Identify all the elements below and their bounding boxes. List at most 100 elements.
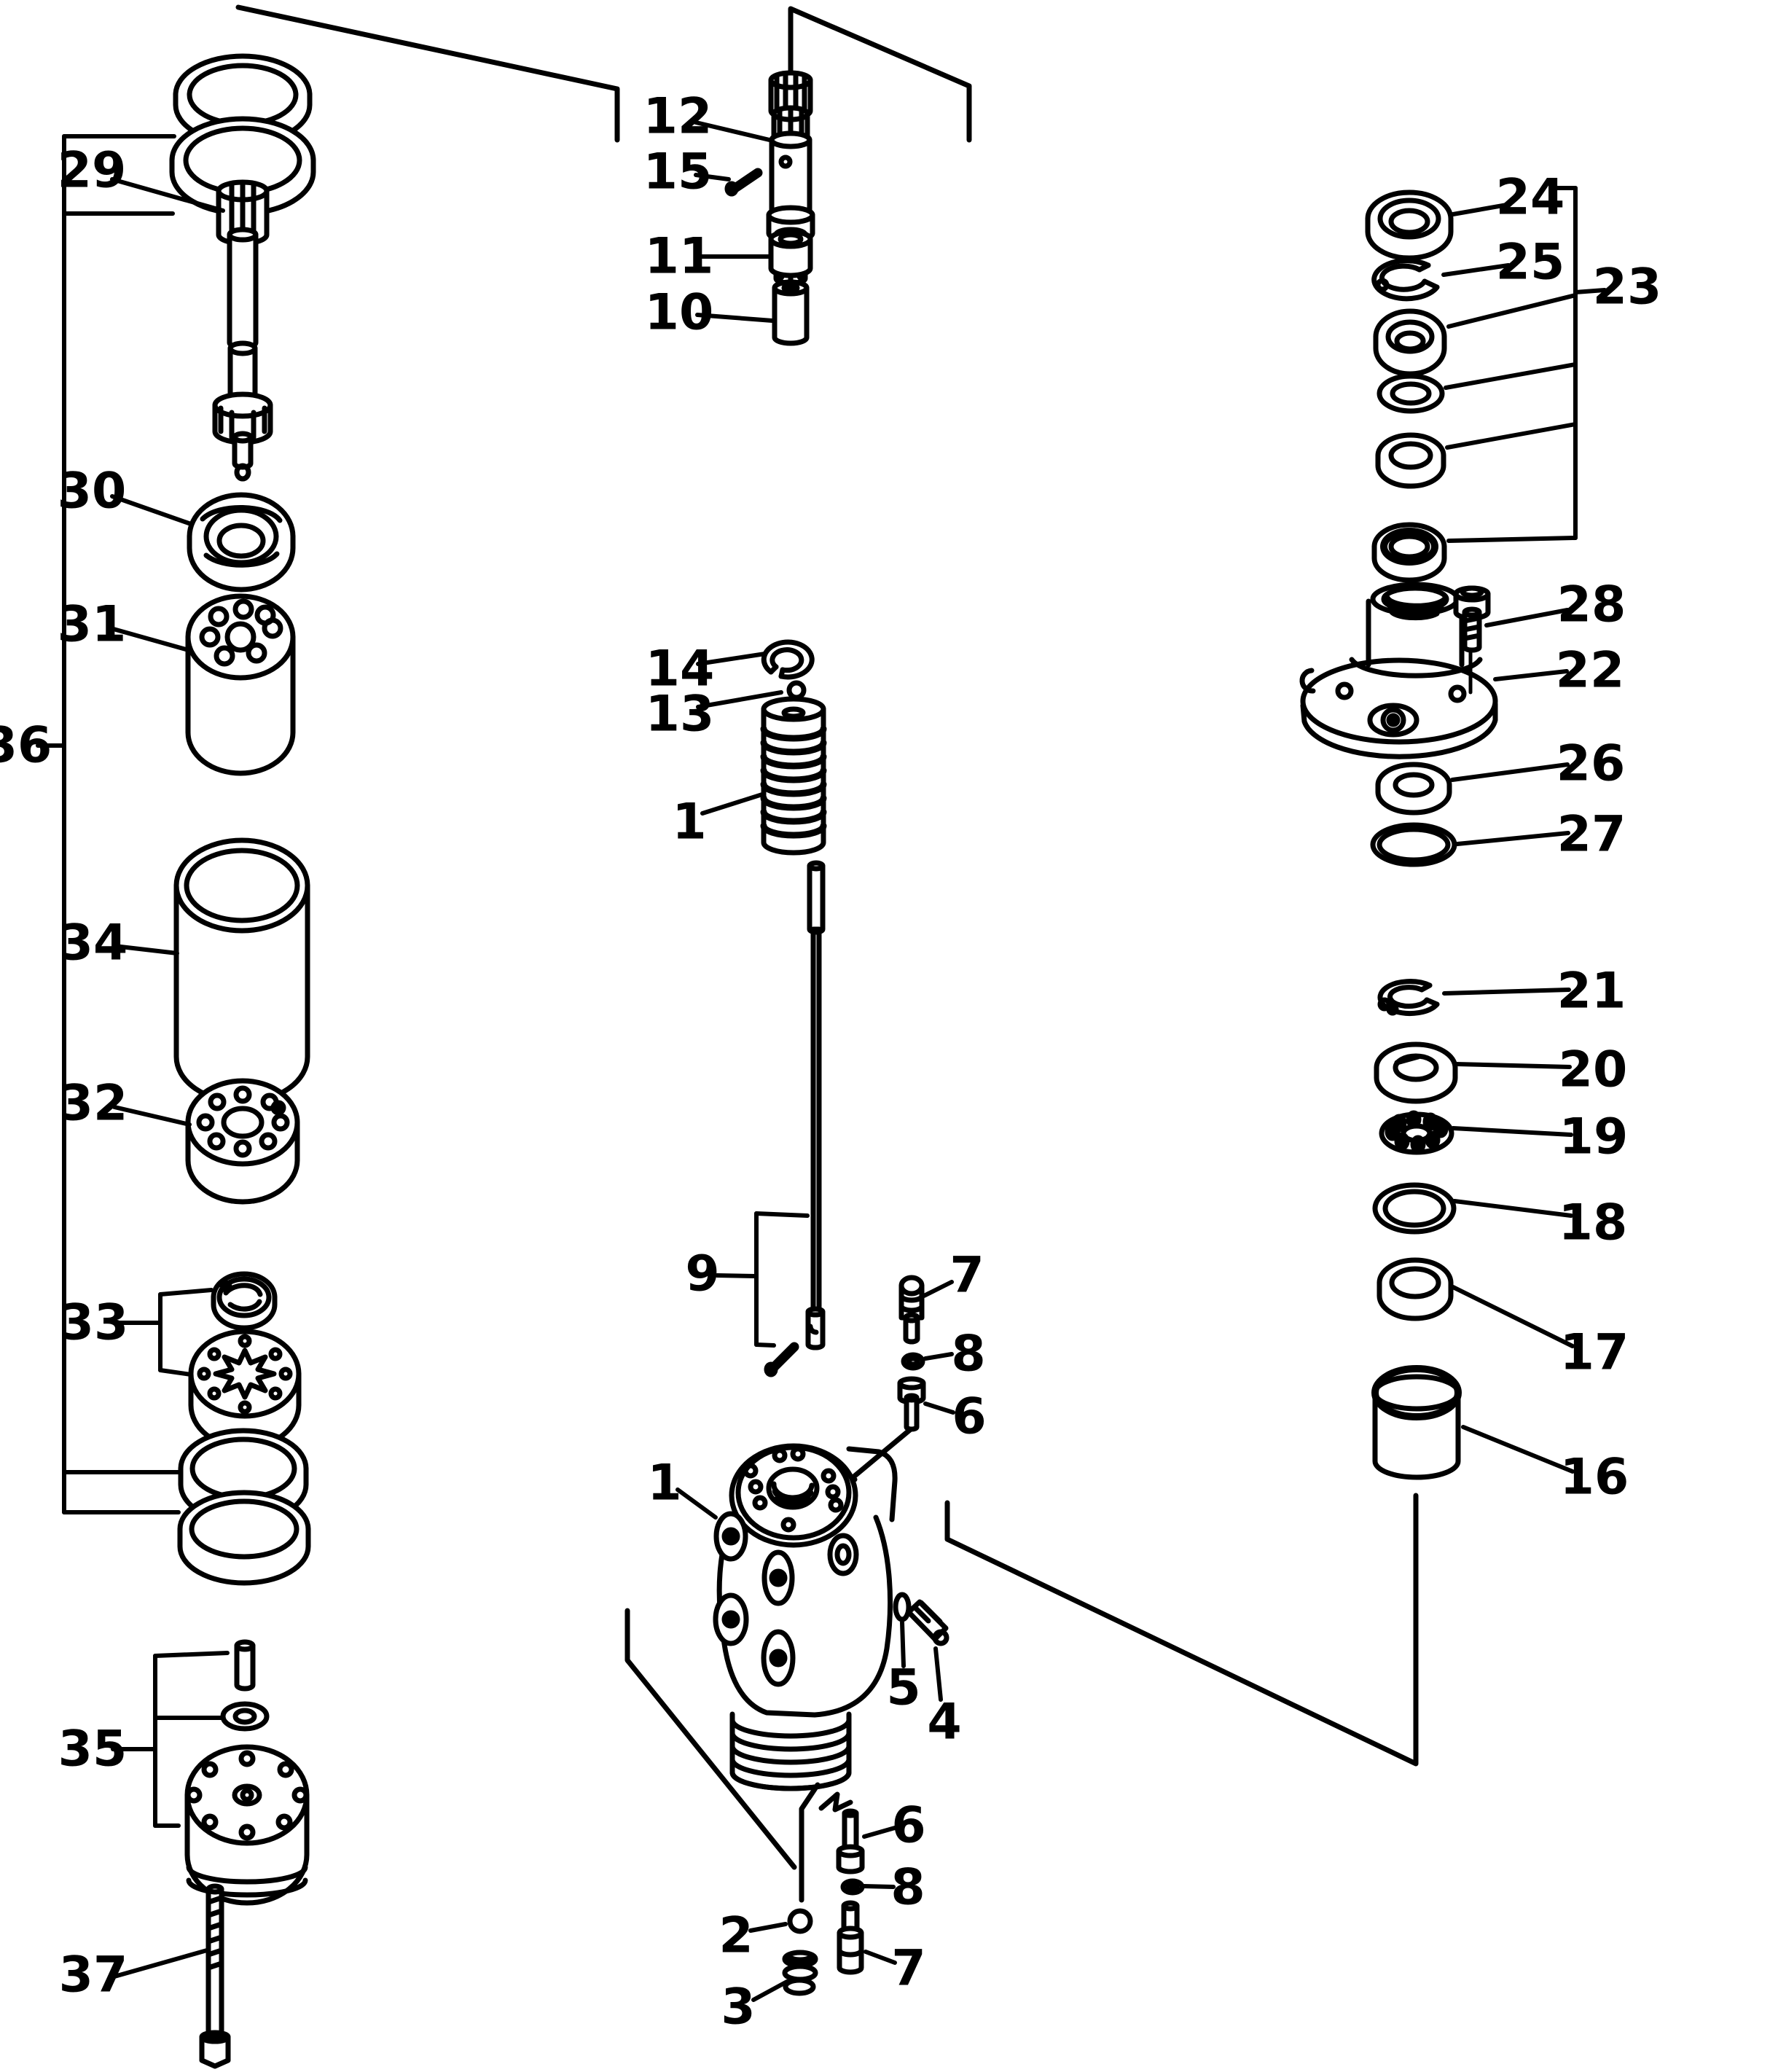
callout-label-7-upper: 7 — [949, 1247, 984, 1305]
part-16-cap — [1371, 1365, 1462, 1480]
part-1-valve-body — [713, 1443, 898, 1791]
callout-label-2: 2 — [718, 1907, 753, 1965]
callout-label-26: 26 — [1556, 735, 1626, 793]
callout-10: 10 — [645, 284, 775, 342]
callout-20: 20 — [1454, 1041, 1628, 1099]
part-23-cup-washer — [1373, 308, 1447, 377]
callout-label-9: 9 — [685, 1246, 719, 1303]
callout-17: 17 — [1451, 1285, 1629, 1382]
callout-label-23: 23 — [1593, 259, 1662, 316]
callout-label-1-spool: 1 — [672, 794, 706, 851]
callout-15: 15 — [643, 144, 731, 201]
part-17-seal-ring — [1377, 1257, 1454, 1321]
callout-label-19: 19 — [1559, 1109, 1629, 1166]
part-35-washer — [220, 1701, 270, 1732]
part-33-star-plate — [188, 1329, 302, 1450]
callout-label-11: 11 — [645, 228, 714, 286]
callout-22: 22 — [1493, 642, 1625, 700]
part-6-lower-plug — [836, 1808, 865, 1874]
callout-35: 35 — [58, 1651, 230, 1828]
callout-27: 27 — [1455, 806, 1626, 864]
callout-label-12: 12 — [643, 88, 713, 146]
part-23-ring — [1375, 432, 1446, 489]
part-31-cylinder-block — [185, 593, 296, 776]
part-23-flat-washer — [1377, 373, 1445, 414]
callout-1-body: 1 — [647, 1455, 718, 1520]
callout-31: 31 — [58, 596, 188, 654]
part-9-pin — [764, 1342, 799, 1377]
part-3-seal-stack — [782, 1950, 818, 1996]
callout-6-lower: 6 — [862, 1797, 926, 1855]
callout-1-spool: 1 — [672, 792, 764, 851]
callout-18: 18 — [1452, 1195, 1628, 1252]
callout-2: 2 — [718, 1907, 788, 1965]
callout-label-7-lower: 7 — [891, 1940, 925, 1998]
callout-6-upper: 6 — [923, 1388, 987, 1446]
callout-label-22: 22 — [1556, 642, 1625, 700]
callout-21: 21 — [1442, 963, 1626, 1020]
part-18-ring — [1372, 1182, 1457, 1235]
part-24-seal-cup — [1365, 189, 1454, 261]
leader-ball-2 — [799, 1782, 821, 1903]
callout-7-upper: 7 — [922, 1247, 984, 1305]
callout-7-lower: 7 — [864, 1940, 926, 1998]
callout-label-13: 13 — [646, 686, 715, 743]
callout-label-5: 5 — [886, 1659, 920, 1717]
part-28-bolt — [1453, 585, 1491, 695]
part-32-valve-plate — [185, 1078, 300, 1205]
callout-label-27: 27 — [1557, 806, 1626, 864]
callout-label-1-body: 1 — [647, 1455, 681, 1512]
callout-label-28: 28 — [1557, 576, 1626, 634]
callout-label-21: 21 — [1557, 963, 1626, 1020]
part-33-spring-retainer — [211, 1271, 278, 1331]
callout-label-18: 18 — [1559, 1195, 1628, 1252]
part-25-snap-ring — [1371, 258, 1440, 302]
part-21-snap-ring — [1377, 979, 1440, 1017]
callout-label-17: 17 — [1560, 1324, 1629, 1382]
guide-right-to-body — [944, 1493, 1419, 1767]
part-22-flange-housing — [1299, 582, 1498, 759]
part-11-nut — [768, 229, 813, 278]
part-37-bolt — [199, 1883, 231, 2069]
callout-25: 25 — [1441, 234, 1565, 292]
part-34-shell — [173, 837, 310, 1105]
callout-label-33: 33 — [60, 1294, 129, 1352]
callout-24: 24 — [1451, 169, 1565, 227]
guide-top-middle-drop — [788, 6, 972, 143]
callout-37: 37 — [59, 1947, 209, 2004]
callout-label-31: 31 — [58, 596, 127, 654]
part-9-rod — [805, 860, 826, 1350]
callout-30: 30 — [58, 463, 193, 526]
callout-label-6-upper: 6 — [952, 1388, 986, 1446]
callout-label-37: 37 — [59, 1947, 128, 2004]
callout-label-20: 20 — [1559, 1041, 1628, 1099]
callout-label-10: 10 — [645, 284, 714, 342]
callout-19: 19 — [1451, 1109, 1629, 1166]
part-2-ball — [787, 1908, 813, 1934]
callout-label-8-upper: 8 — [951, 1326, 985, 1383]
callout-label-16: 16 — [1560, 1449, 1629, 1506]
callout-36: 36 — [0, 134, 181, 1514]
callout-8-lower: 8 — [862, 1859, 925, 1917]
callout-13: 13 — [646, 686, 783, 743]
callout-label-32: 32 — [59, 1075, 128, 1133]
callout-14: 14 — [646, 641, 767, 698]
callout-label-3: 3 — [721, 1979, 755, 2036]
part-23-bearing-ring — [1371, 522, 1447, 583]
guide-top-left — [235, 4, 620, 143]
callout-label-6-lower: 6 — [891, 1797, 925, 1855]
part-14-clamp-ring — [761, 639, 815, 680]
callout-9: 9 — [685, 1211, 810, 1348]
part-7-lower-plug — [837, 1900, 864, 1975]
callout-label-29: 29 — [58, 142, 127, 200]
part-19-needle-bearing — [1379, 1110, 1454, 1155]
part-1-spool — [760, 696, 827, 856]
callout-34: 34 — [59, 915, 179, 972]
part-8-upper-oring — [901, 1352, 925, 1371]
callout-label-14: 14 — [646, 641, 715, 698]
part-36-seal-ring-2 — [177, 1490, 311, 1586]
part-29-valve-stem — [212, 179, 273, 482]
callout-11: 11 — [645, 228, 772, 286]
callout-26: 26 — [1450, 735, 1626, 793]
